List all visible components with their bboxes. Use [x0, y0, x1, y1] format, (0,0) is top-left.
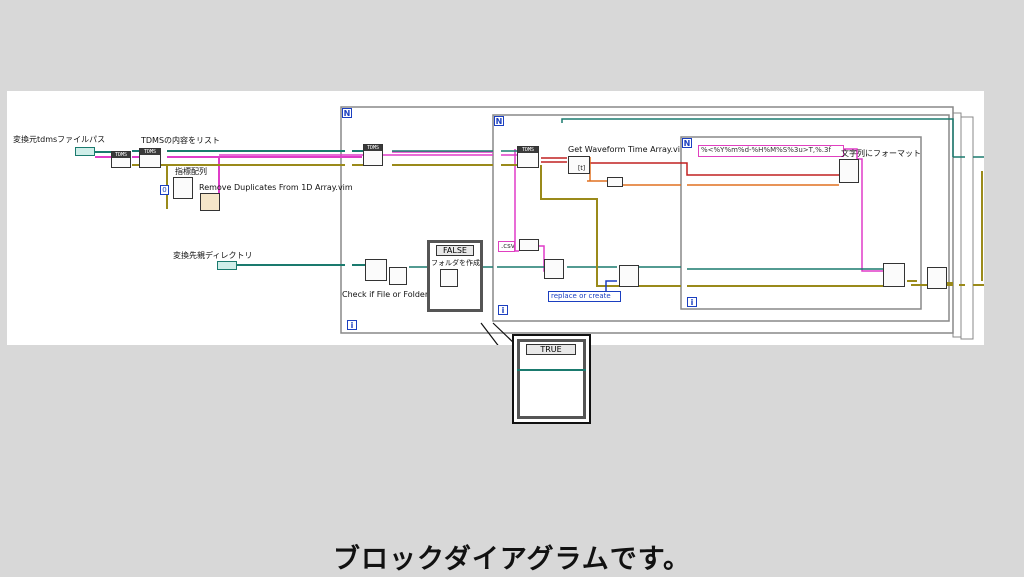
waveform-component-vi[interactable]	[607, 177, 623, 187]
caption: ブロックダイアグラムです。	[332, 544, 692, 575]
tdms-header: TDMS	[364, 145, 382, 151]
wire-layer	[95, 106, 984, 345]
tdms-header: TDMS	[140, 149, 160, 155]
index-array-node[interactable]	[173, 177, 193, 199]
create-folder-vi[interactable]	[440, 269, 458, 287]
case-selector-false[interactable]: FALSE	[436, 245, 474, 256]
get-waveform-label: Get Waveform Time Array.vi	[568, 145, 680, 154]
tdms-header: TDMS	[518, 147, 538, 153]
concat-string-vi[interactable]	[519, 239, 539, 251]
check-file-label: Check if File or Folder E	[342, 290, 436, 299]
dest-dir-terminal[interactable]	[217, 261, 237, 270]
source-path-label: 変換元tdmsファイルパス	[13, 135, 106, 144]
middle-loop-index: i	[498, 305, 508, 315]
remove-duplicates-label: Remove Duplicates From 1D Array.vim	[199, 183, 353, 192]
format-string-label: 文字列にフォーマット	[841, 149, 921, 158]
csv-constant[interactable]: .csv	[498, 241, 515, 252]
true-case-zoom: TRUE	[512, 334, 591, 424]
close-file-vi[interactable]	[927, 267, 947, 289]
case-structure-true[interactable]: TRUE	[517, 339, 586, 419]
source-path-terminal[interactable]	[75, 147, 95, 156]
open-file-vi[interactable]	[619, 265, 639, 287]
zero-constant[interactable]: 0	[160, 185, 169, 195]
remove-duplicates-vi[interactable]	[200, 193, 220, 211]
middle-loop-count: N	[494, 116, 504, 126]
list-contents-label: TDMSの内容をリスト	[141, 136, 221, 145]
build-path-vi-2[interactable]	[544, 259, 564, 279]
tdms-open-vi[interactable]: TDMS	[111, 151, 131, 168]
check-exists-vi[interactable]	[389, 267, 407, 285]
format-into-string-vi[interactable]	[839, 159, 859, 183]
case-selector-true[interactable]: TRUE	[526, 344, 576, 355]
pass-through-wire	[517, 369, 586, 371]
open-mode-constant[interactable]: replace or create	[548, 291, 621, 302]
index-array-label: 指標配列	[175, 167, 207, 176]
inner-loop-index: i	[687, 297, 697, 307]
tdms-read-vi[interactable]: TDMS	[517, 146, 539, 168]
case-structure-false[interactable]: FALSE フォルダを作成	[427, 240, 483, 312]
write-text-file-vi[interactable]	[883, 263, 905, 287]
time-format-constant[interactable]: %<%Y%m%d-%H%M%S%3u>T,%.3f	[698, 145, 844, 157]
outer-loop-count: N	[342, 108, 352, 118]
get-waveform-vi[interactable]: [t]	[568, 156, 590, 174]
create-folder-label: フォルダを作成	[431, 259, 480, 267]
block-diagram: 変換元tdmsファイルパス TDMS TDMSの内容をリスト TDMS 指標配列…	[7, 91, 984, 345]
tdms-inner-vi[interactable]: TDMS	[363, 144, 383, 166]
outer-loop-index: i	[347, 320, 357, 330]
inner-loop-count: N	[682, 138, 692, 148]
tdms-list-contents-vi[interactable]: TDMS	[139, 148, 161, 168]
dest-dir-label: 変換先親ディレクトリ	[173, 251, 253, 260]
tdms-header: TDMS	[112, 152, 130, 158]
array-tag: [t]	[578, 165, 586, 172]
build-path-vi[interactable]	[365, 259, 387, 281]
